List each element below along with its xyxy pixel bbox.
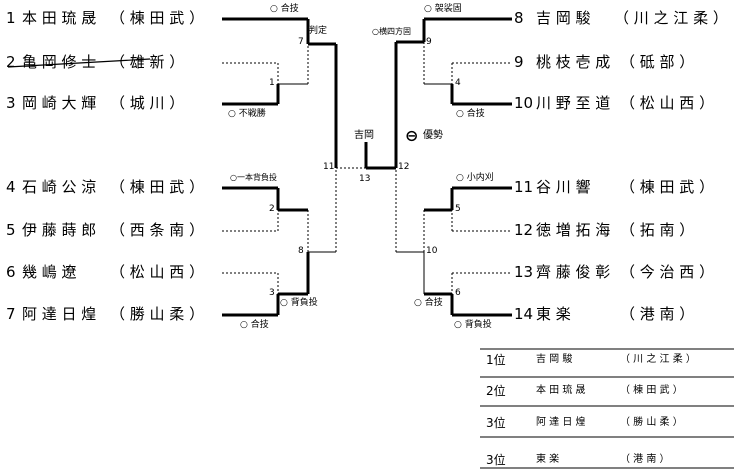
ranking-name: 吉 岡 駿: [536, 354, 573, 365]
result-match-7-note: 判定: [309, 26, 328, 36]
right-bracket-lines: [366, 17, 512, 317]
player-club: （ 松 山 西 ）: [110, 263, 205, 281]
match-number-3: 3: [269, 288, 275, 298]
ranking-club: （ 港 南 ）: [620, 454, 670, 465]
player-club: （ 港 南 ）: [620, 305, 695, 323]
player-club: （ 砥 部 ）: [620, 53, 695, 71]
player-name: 岡 崎 大 輝: [22, 94, 97, 112]
player-number: 9: [514, 53, 524, 71]
player-number: 12: [514, 221, 534, 239]
result-match-2: ○一本背負投: [230, 173, 277, 182]
player-name: 東 楽: [536, 305, 571, 323]
result-match-13: ○ 背負投: [454, 320, 492, 330]
player-club: （ 今 治 西 ）: [620, 263, 715, 281]
player-club: （ 松 山 西 ）: [620, 94, 715, 112]
player-number: 13: [514, 263, 534, 281]
player-name: 幾 嶋 遼: [22, 263, 77, 281]
ranking-place: 1位: [486, 353, 506, 367]
final-winner-label: 吉岡: [354, 130, 374, 141]
ranking-name: 本 田 琉 晟: [536, 385, 586, 396]
result-match-9: ○ 袈裟固: [424, 4, 462, 14]
player-club: （ 棟 田 武 ）: [110, 178, 205, 196]
player-number: 4: [6, 178, 16, 196]
player-club: （ 棟 田 武 ）: [110, 9, 205, 27]
result-match-5: ○ 小内刈: [456, 173, 494, 183]
player-number: 1: [6, 9, 16, 27]
player-number: 3: [6, 94, 16, 112]
left-bracket-lines: [222, 17, 368, 317]
player-name: 伊 藤 蒔 郎: [22, 221, 97, 239]
match-number-10: 10: [426, 246, 438, 256]
player-name: 石 崎 公 涼: [22, 178, 97, 196]
player-number: 11: [514, 178, 534, 196]
match-number-1: 1: [269, 78, 275, 88]
player-club: （ 拓 南 ）: [620, 221, 695, 239]
player-club: （ 勝 山 柔 ）: [110, 305, 205, 323]
player-club: （ 雄 新 ）: [110, 53, 185, 71]
player-name: 齊 藤 俊 彰: [536, 263, 611, 281]
player-name: 桃 枝 壱 成: [536, 53, 611, 71]
match-number-6: 6: [455, 288, 461, 298]
result-match-7: ○ 合技: [270, 4, 299, 14]
result-match-3: ○ 合技: [240, 320, 269, 330]
ranking-club: （ 棟 田 武 ）: [620, 385, 683, 396]
player-name: 吉 岡 駿: [536, 9, 591, 27]
player-name: 本 田 琉 晟: [22, 9, 97, 27]
player-club: （ 城 川 ）: [110, 94, 185, 112]
result-match-1: ○ 不戦勝: [228, 109, 266, 119]
champion-label: 優勢: [423, 130, 443, 141]
ranking-name: 阿 達 日 煌: [536, 417, 586, 428]
match-number-11: 11: [323, 162, 335, 172]
result-match-12: ○横四方固: [372, 27, 411, 36]
player-name: 阿 達 日 煌: [22, 305, 97, 323]
player-number: 2: [6, 53, 16, 71]
result-match-6: ○ 合技: [414, 298, 443, 308]
match-number-2: 2: [269, 204, 275, 214]
player-club: （ 川 之 江 柔 ）: [614, 9, 728, 27]
player-name: 川 野 至 道: [536, 94, 611, 112]
player-number: 14: [514, 305, 534, 323]
match-number-4: 4: [455, 78, 461, 88]
player-name: 徳 増 拓 海: [536, 221, 611, 239]
match-number-9: 9: [426, 37, 432, 47]
champion-mark-icon: ⊖: [405, 126, 419, 145]
ranking-place: 3位: [486, 453, 506, 467]
match-number-13: 13: [359, 174, 371, 184]
player-number: 8: [514, 9, 524, 27]
ranking-name: 東 楽: [536, 454, 560, 465]
player-number: 10: [514, 94, 534, 112]
ranking-club: （ 勝 山 柔 ）: [620, 417, 683, 428]
result-match-4: ○ 合技: [456, 109, 485, 119]
match-number-12: 12: [398, 162, 410, 172]
player-club: （ 西 条 南 ）: [110, 221, 205, 239]
player-number: 7: [6, 305, 16, 323]
withdrawal-strike-line: [7, 58, 151, 68]
ranking-club: （ 川 之 江 柔 ）: [620, 354, 696, 365]
ranking-table-lines: [480, 348, 734, 469]
match-number-7: 7: [298, 37, 304, 47]
player-name: 谷 川 響: [536, 178, 591, 196]
match-number-5: 5: [455, 204, 461, 214]
player-number: 5: [6, 221, 16, 239]
result-match-8: ○ 背負投: [280, 298, 318, 308]
player-number: 6: [6, 263, 16, 281]
ranking-place: 3位: [486, 416, 506, 430]
ranking-place: 2位: [486, 384, 506, 398]
player-club: （ 棟 田 武 ）: [620, 178, 715, 196]
player-name: 亀 岡 修 士: [22, 53, 97, 71]
match-number-8: 8: [298, 246, 304, 256]
